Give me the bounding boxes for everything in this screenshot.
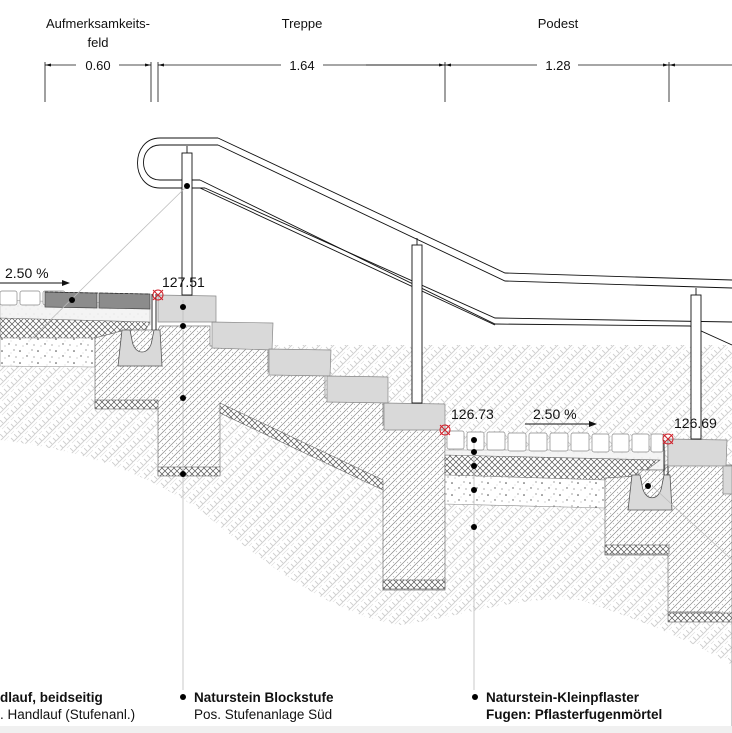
callout-blockstufe-subtitle: Pos. Stufenanlage Süd (194, 707, 333, 722)
block-step-4 (326, 375, 389, 404)
block-step-1 (157, 294, 217, 323)
stair-foundation (94, 325, 446, 591)
callout-blockstufe-title: Naturstein Blockstufe (194, 690, 334, 705)
block-step-3 (268, 348, 332, 377)
elevation-marker-landing-end (662, 433, 674, 445)
landing (444, 449, 732, 733)
slope-label-upper: 2.50 % (5, 265, 49, 281)
elevation-landing-end: 126.69 (674, 415, 717, 431)
elevation-top-step: 127.51 (162, 274, 205, 290)
block-step-2 (211, 321, 274, 351)
dimension-arrows (45, 63, 675, 67)
callout-handlauf: dlauf, beidseitig . Handlauf (Stufenanl.… (0, 689, 135, 723)
callout-bullet-kleinpflaster (472, 694, 478, 700)
zone-label-aufmerksamkeitsfeld-2: feld (88, 35, 109, 50)
block-step-right (667, 438, 732, 495)
drain-channel-left (117, 294, 163, 367)
slope-label-landing: 2.50 % (533, 406, 577, 422)
zone-label-podest: Podest (538, 16, 579, 31)
dimension-podest: 1.28 (545, 58, 570, 73)
bottom-scroll-strip (0, 726, 732, 733)
elevation-marker-top (152, 289, 164, 301)
dimension-chain (44, 62, 732, 102)
zone-label-aufmerksamkeitsfeld-1: Aufmerksamkeits- (46, 16, 150, 31)
block-step-5 (383, 402, 446, 431)
leader-lines (29, 185, 732, 690)
callout-handlauf-subtitle: . Handlauf (Stufenanl.) (0, 707, 136, 722)
dimension-treppe: 1.64 (289, 58, 314, 73)
handrail-posts (181, 146, 702, 440)
callout-handlauf-title: dlauf, beidseitig (0, 690, 103, 705)
elevation-marker-landing-start (439, 424, 451, 436)
callout-kleinpflaster: Naturstein-Kleinpflaster Fugen: Pflaster… (486, 689, 662, 723)
callout-blockstufe: Naturstein Blockstufe Pos. Stufenanlage … (194, 689, 334, 723)
elevation-landing-start: 126.73 (451, 406, 494, 422)
handrail (137, 137, 732, 346)
callout-kleinpflaster-title: Naturstein-Kleinpflaster (486, 690, 640, 705)
callout-kleinpflaster-subtitle: Fugen: Pflasterfugenmörtel (486, 707, 663, 722)
callout-bullet-blockstufe (180, 694, 186, 700)
zone-label-treppe: Treppe (282, 16, 323, 31)
block-steps (157, 294, 446, 431)
dimension-aufmerksamkeitsfeld: 0.60 (85, 58, 110, 73)
landing-paving (446, 430, 664, 453)
leader-dots (69, 183, 651, 530)
slope-arrow-upper (0, 280, 70, 286)
slope-arrow-landing (525, 421, 597, 427)
